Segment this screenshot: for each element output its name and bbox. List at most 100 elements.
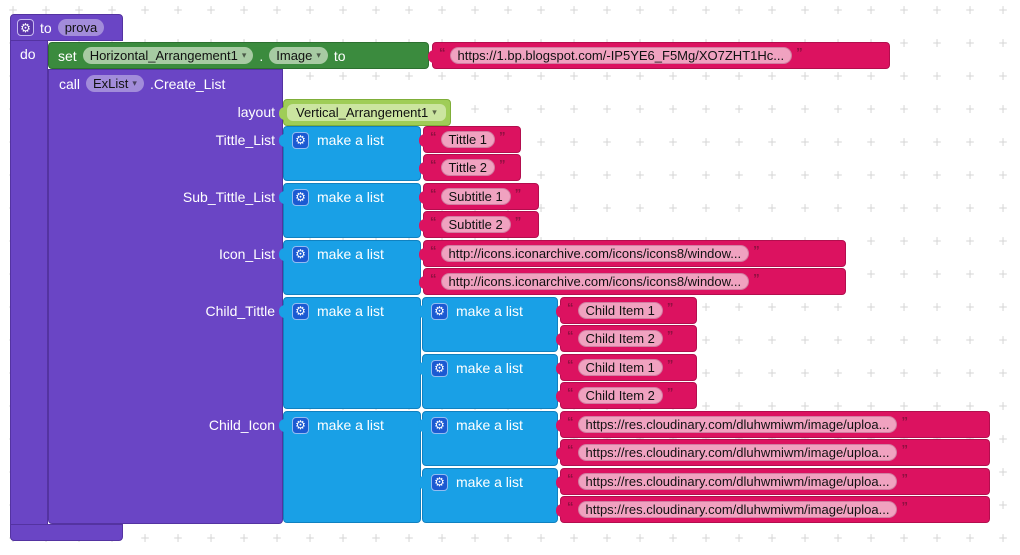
text-block-child-icon-url[interactable]: “ https://res.cloudinary.com/dluhwmiwm/i… [556,496,990,523]
procedure-block-spine[interactable] [10,40,48,525]
make-a-list-block-child-icon[interactable]: ⚙ make a list [279,411,421,523]
param-label-sub-tittle-list: Sub_Tittle_List [182,189,275,205]
text-block-child-item[interactable]: “ Child Item 2 ” [556,325,697,352]
chevron-down-icon: ▾ [132,78,137,89]
close-quote-icon: ” [796,45,803,60]
param-label-icon-list: Icon_List [218,246,275,262]
make-a-list-block-child-icon-2[interactable]: ⚙ make a list [418,468,558,523]
layout-component-dropdown[interactable]: Vertical_Arrangement1 ▾ [287,104,446,121]
open-quote-icon: “ [567,442,574,457]
set-label: set [58,47,77,64]
param-label-layout: layout [237,104,275,120]
text-block-tittle-2[interactable]: “ Tittle 2 ” [419,154,521,181]
procedure-block-bottom[interactable] [10,524,123,541]
mutator-gear-icon[interactable]: ⚙ [292,302,309,320]
text-block-icon-url-2[interactable]: “ http://icons.iconarchive.com/icons/ico… [419,268,846,295]
make-a-list-block-child-tittle[interactable]: ⚙ make a list [279,297,421,409]
mutator-gear-icon[interactable]: ⚙ [431,473,448,491]
open-quote-icon: “ [567,471,574,486]
close-quote-icon: ” [514,186,522,201]
procedure-block-header[interactable]: ⚙ to prova [10,14,123,41]
text-value-field[interactable]: https://res.cloudinary.com/dluhwmiwm/ima… [577,444,898,461]
component-dropdown[interactable]: Horizontal_Arrangement1 ▾ [82,47,254,64]
property-dropdown[interactable]: Image ▾ [269,47,328,64]
make-a-list-label: make a list [456,360,523,376]
do-label: do [20,46,36,62]
mutator-gear-icon[interactable]: ⚙ [292,188,309,206]
layout-component-value: Vertical_Arrangement1 [296,105,429,120]
text-block-child-icon-url[interactable]: “ https://res.cloudinary.com/dluhwmiwm/i… [556,468,990,495]
text-block-child-item[interactable]: “ Child Item 1 ” [556,297,697,324]
text-block-child-icon-url[interactable]: “ https://res.cloudinary.com/dluhwmiwm/i… [556,439,990,466]
text-value-field[interactable]: Subtitle 1 [440,188,511,205]
mutator-gear-icon[interactable]: ⚙ [431,302,448,320]
text-value-field[interactable]: Child Item 2 [577,330,663,347]
mutator-gear-icon[interactable]: ⚙ [431,416,448,434]
text-value-field[interactable]: Tittle 2 [440,159,496,176]
open-quote-icon: “ [430,129,437,144]
text-block-subtitle-1[interactable]: “ Subtitle 1 ” [419,183,539,210]
make-a-list-block-tittle[interactable]: ⚙ make a list [279,126,421,181]
make-a-list-label: make a list [456,417,523,433]
text-block-tittle-1[interactable]: “ Tittle 1 ” [419,126,521,153]
to-label: to [40,19,52,36]
close-quote-icon: ” [499,129,506,144]
make-a-list-label: make a list [456,474,523,490]
text-value-field[interactable]: Subtitle 2 [440,216,511,233]
text-block-child-icon-url[interactable]: “ https://res.cloudinary.com/dluhwmiwm/i… [556,411,990,438]
close-quote-icon: ” [901,471,908,486]
text-value-field[interactable]: http://icons.iconarchive.com/icons/icons… [440,245,750,262]
text-value-field[interactable]: Child Item 2 [577,387,663,404]
to-label: to [333,47,346,64]
dot-separator: . [259,47,264,64]
component-dropdown-exlist[interactable]: ExList ▾ [86,75,144,92]
close-quote-icon: ” [666,385,674,400]
close-quote-icon: ” [901,442,908,457]
close-quote-icon: ” [901,414,908,429]
make-a-list-label: make a list [317,417,384,433]
make-a-list-block-child-tittle-1[interactable]: ⚙ make a list [418,297,558,352]
text-value-field[interactable]: https://1.bp.blogspot.com/-IP5YE6_F5Mg/X… [449,47,793,64]
text-value-field[interactable]: https://res.cloudinary.com/dluhwmiwm/ima… [577,416,898,433]
text-block-image-url[interactable]: “ https://1.bp.blogspot.com/-IP5YE6_F5Mg… [428,42,890,69]
mutator-gear-icon[interactable]: ⚙ [292,245,309,263]
close-quote-icon: ” [901,499,908,514]
make-a-list-label: make a list [317,132,384,148]
open-quote-icon: “ [430,243,437,258]
set-property-block[interactable]: set Horizontal_Arrangement1 ▾ . Image ▾ … [48,42,429,69]
make-a-list-label: make a list [317,303,384,319]
property-dropdown-value: Image [276,48,313,63]
close-quote-icon: ” [753,243,760,258]
open-quote-icon: “ [567,414,574,429]
make-a-list-label: make a list [317,246,384,262]
text-block-subtitle-2[interactable]: “ Subtitle 2 ” [419,211,539,238]
make-a-list-block-child-icon-1[interactable]: ⚙ make a list [418,411,558,466]
close-quote-icon: ” [666,328,674,343]
make-a-list-block-icon[interactable]: ⚙ make a list [279,240,421,295]
text-value-field[interactable]: Child Item 1 [577,359,663,376]
mutator-gear-icon[interactable]: ⚙ [292,416,309,434]
mutator-gear-icon[interactable]: ⚙ [17,19,34,36]
text-value-field[interactable]: https://res.cloudinary.com/dluhwmiwm/ima… [577,473,898,490]
open-quote-icon: “ [430,157,437,172]
text-block-icon-url-1[interactable]: “ http://icons.iconarchive.com/icons/ico… [419,240,846,267]
open-quote-icon: “ [567,385,574,400]
component-dropdown-value: Horizontal_Arrangement1 [89,48,238,63]
mutator-gear-icon[interactable]: ⚙ [431,359,448,377]
component-getter-block[interactable]: Vertical_Arrangement1 ▾ [279,99,451,126]
text-value-field[interactable]: https://res.cloudinary.com/dluhwmiwm/ima… [577,501,898,518]
make-a-list-block-subtittle[interactable]: ⚙ make a list [279,183,421,238]
text-value-field[interactable]: Child Item 1 [577,302,663,319]
open-quote-icon: “ [430,214,437,229]
text-block-child-item[interactable]: “ Child Item 2 ” [556,382,697,409]
text-value-field[interactable]: Tittle 1 [440,131,496,148]
call-procedure-block[interactable]: call ExList ▾ .Create_List layout Tittle… [48,69,283,524]
make-a-list-block-child-tittle-2[interactable]: ⚙ make a list [418,354,558,409]
procedure-name-field[interactable]: prova [57,19,105,36]
text-block-child-item[interactable]: “ Child Item 1 ” [556,354,697,381]
open-quote-icon: “ [430,186,437,201]
close-quote-icon: ” [514,214,522,229]
chevron-down-icon: ▾ [241,50,247,61]
text-value-field[interactable]: http://icons.iconarchive.com/icons/icons… [440,273,750,290]
mutator-gear-icon[interactable]: ⚙ [292,131,309,149]
